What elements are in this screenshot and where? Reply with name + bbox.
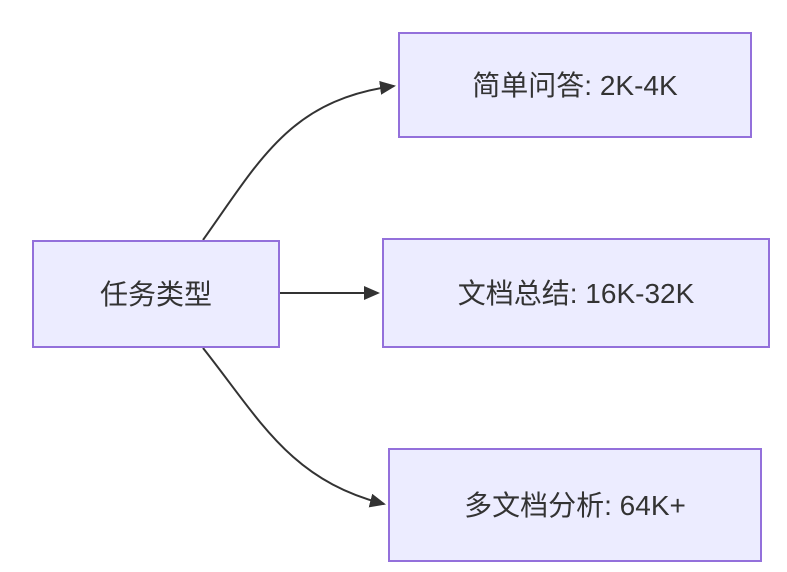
node-doc-summary-label: 文档总结: 16K-32K — [457, 277, 695, 309]
node-doc-summary: 文档总结: 16K-32K — [382, 238, 770, 348]
node-multidoc-analysis: 多文档分析: 64K+ — [388, 448, 762, 562]
node-multidoc-analysis-label: 多文档分析: 64K+ — [464, 489, 686, 521]
node-task-type: 任务类型 — [32, 240, 280, 348]
node-task-type-label: 任务类型 — [99, 278, 212, 310]
edge-task-type-to-simple-qa — [202, 80, 396, 241]
node-simple-qa: 简单问答: 2K-4K — [398, 32, 752, 138]
node-simple-qa-label: 简单问答: 2K-4K — [472, 69, 678, 101]
edge-task-type-to-multidoc-analysis — [202, 347, 386, 508]
